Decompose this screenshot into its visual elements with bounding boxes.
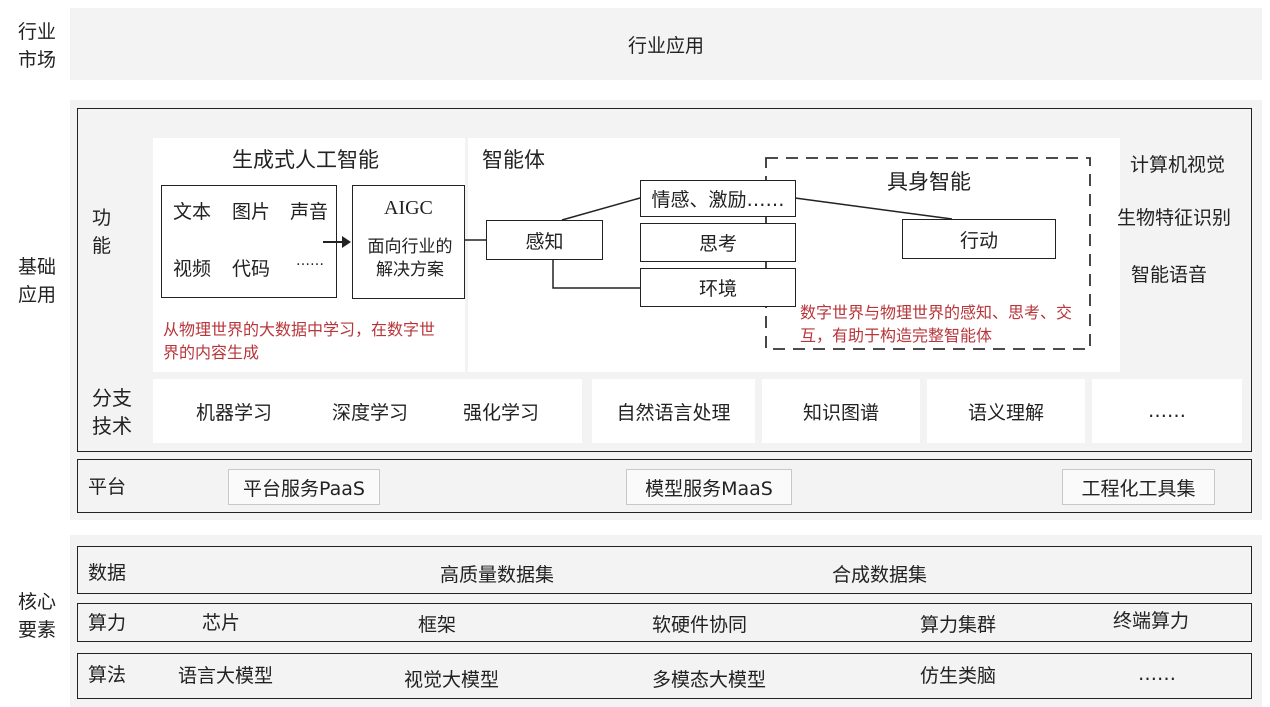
branch-machine-learning: 机器学习 bbox=[196, 402, 273, 424]
paas-text: 平台服务PaaS bbox=[243, 477, 365, 500]
branch-cell-kg: 知识图谱 bbox=[762, 379, 920, 443]
algorithm-vision-model: 视觉大模型 bbox=[404, 669, 500, 691]
computer-vision: 计算机视觉 bbox=[1130, 154, 1226, 176]
platform-maas: 模型服务MaaS bbox=[626, 469, 792, 505]
data-row bbox=[77, 546, 1252, 594]
branch-more: …… bbox=[1148, 400, 1186, 422]
aigc-description: 面向行业的解决方案 bbox=[367, 237, 453, 280]
function-label: 功能 bbox=[92, 207, 112, 257]
industry-application-text: 行业应用 bbox=[627, 34, 704, 57]
branch-reinforcement-learning: 强化学习 bbox=[463, 402, 540, 424]
media-text: 文本 bbox=[173, 201, 212, 223]
branch-semantic-understanding: 语义理解 bbox=[967, 401, 1044, 424]
intelligent-voice: 智能语音 bbox=[1131, 264, 1208, 286]
generative-ai-title: 生成式人工智能 bbox=[232, 148, 379, 172]
base-application-label: 基础应用 bbox=[18, 256, 57, 306]
compute-hw-sw-collab: 软硬件协同 bbox=[652, 614, 748, 636]
emotion-action-line bbox=[794, 197, 953, 220]
compute-label: 算力 bbox=[88, 612, 127, 634]
emotion-text: 情感、激励…… bbox=[651, 189, 785, 211]
data-synthetic-dataset: 合成数据集 bbox=[832, 564, 928, 586]
branch-deep-learning: 深度学习 bbox=[332, 402, 409, 424]
algorithm-brain-inspired: 仿生类脑 bbox=[920, 665, 997, 687]
embodied-note: 数字世界与物理世界的感知、思考、交互，有助于构造完整智能体 bbox=[800, 303, 1073, 345]
compute-terminal: 终端算力 bbox=[1113, 610, 1190, 632]
algorithm-more: …… bbox=[1138, 663, 1176, 685]
media-types-box bbox=[161, 185, 337, 298]
platform-paas: 平台服务PaaS bbox=[228, 469, 380, 505]
emotion-box: 情感、激励…… bbox=[640, 180, 796, 217]
compute-framework: 框架 bbox=[418, 614, 457, 636]
generative-ai-note: 从物理世界的大数据中学习，在数字世界的内容生成 bbox=[163, 320, 436, 362]
platform-label: 平台 bbox=[88, 476, 127, 498]
environment-text: 环境 bbox=[698, 278, 737, 300]
media-code: 代码 bbox=[232, 258, 271, 280]
thinking-box: 思考 bbox=[640, 223, 796, 262]
algorithm-language-model: 语言大模型 bbox=[178, 665, 274, 687]
branch-cell-nlp: 自然语言处理 bbox=[592, 379, 755, 443]
algorithm-label: 算法 bbox=[88, 664, 127, 686]
data-high-quality-dataset: 高质量数据集 bbox=[440, 564, 555, 586]
embodied-intelligence-title: 具身智能 bbox=[887, 170, 971, 194]
biometric-recognition: 生物特征识别 bbox=[1117, 207, 1232, 229]
compute-row bbox=[77, 603, 1252, 642]
compute-cluster: 算力集群 bbox=[920, 614, 997, 636]
branch-cell-semantic: 语义理解 bbox=[927, 379, 1085, 443]
toolset-text: 工程化工具集 bbox=[1081, 477, 1196, 500]
branch-cell-more: …… bbox=[1092, 379, 1242, 443]
thinking-text: 思考 bbox=[698, 233, 737, 255]
media-sound: 声音 bbox=[290, 201, 329, 223]
algorithm-row bbox=[77, 653, 1252, 699]
media-video: 视频 bbox=[173, 258, 212, 280]
branch-cell-ml bbox=[153, 379, 582, 443]
core-elements-label: 核心要素 bbox=[18, 591, 57, 641]
action-text: 行动 bbox=[959, 229, 998, 252]
aigc-title: AIGC bbox=[384, 197, 433, 219]
data-label: 数据 bbox=[88, 562, 127, 584]
media-more: …… bbox=[296, 253, 324, 269]
industry-market-label: 行业市场 bbox=[18, 21, 57, 71]
environment-box: 环境 bbox=[640, 268, 796, 307]
arrow-head-icon bbox=[342, 236, 351, 248]
branch-nlp: 自然语言处理 bbox=[616, 401, 731, 424]
media-image: 图片 bbox=[232, 201, 271, 223]
compute-chip: 芯片 bbox=[202, 612, 241, 634]
action-box: 行动 bbox=[902, 219, 1056, 259]
maas-text: 模型服务MaaS bbox=[645, 477, 773, 500]
platform-toolset: 工程化工具集 bbox=[1062, 469, 1215, 505]
algorithm-multimodal-model: 多模态大模型 bbox=[652, 669, 767, 691]
perception-box: 感知 bbox=[486, 220, 603, 260]
branch-tech-label: 分支技术 bbox=[92, 386, 132, 438]
perception-emotion-line bbox=[561, 197, 641, 221]
embodied-intelligence-dashed-box bbox=[765, 157, 1091, 350]
perception-text: 感知 bbox=[525, 230, 564, 253]
industry-application-band: 行业应用 bbox=[70, 8, 1262, 80]
branch-knowledge-graph: 知识图谱 bbox=[802, 401, 879, 424]
aigc-box bbox=[352, 185, 465, 299]
perception-environment-line bbox=[552, 259, 640, 289]
agent-title: 智能体 bbox=[482, 148, 545, 172]
